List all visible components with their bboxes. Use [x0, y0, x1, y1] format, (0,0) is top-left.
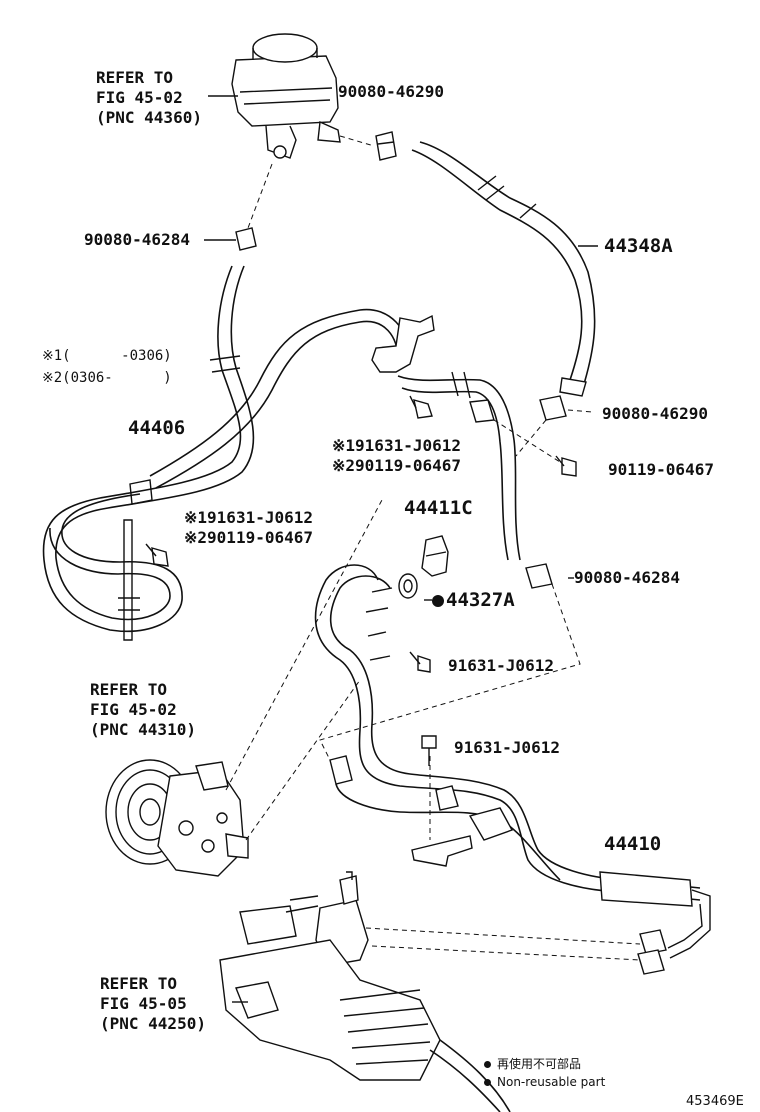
return-hose-part-number: 44348A	[604, 235, 673, 257]
reservoir-tank	[231, 33, 341, 159]
clamp-lower-right	[525, 563, 553, 589]
legend-jp: 再使用不可部品	[484, 1054, 581, 1074]
left-bolt-part-number-2: ※290119-06467	[184, 528, 313, 547]
bolt-left	[145, 543, 169, 567]
bolt-right	[555, 455, 577, 477]
bracket-upper	[371, 314, 521, 561]
union-bolt-44411c	[421, 535, 449, 577]
tube-44410-part-number: 44410	[604, 833, 662, 855]
clamp-right-part-number: 90080-46290	[602, 404, 708, 423]
gasket-44327a	[398, 573, 418, 599]
vane-pump	[105, 759, 249, 877]
bolt-mid-part-number: 91631-J0612	[448, 656, 554, 675]
bolt-low-part-number: 91631-J0612	[454, 738, 560, 757]
clamp-right	[539, 395, 567, 421]
return-hose-44348a	[411, 141, 596, 397]
center-bolt-part-number-2: ※290119-06467	[332, 456, 461, 475]
non-reusable-dot-icon	[432, 595, 444, 607]
bolt-low	[421, 735, 437, 766]
legend-dot-icon	[484, 1079, 491, 1086]
note-2: ※2(0306- )	[42, 370, 172, 386]
tube-44406-part-number: 44406	[128, 417, 186, 439]
gasket-part-number: 44327A	[432, 590, 515, 610]
clamp-top-part-number: 90080-46290	[338, 82, 444, 101]
legend-en: Non-reusable part	[484, 1072, 605, 1092]
center-bolt-part-number-1: ※191631-J0612	[332, 436, 461, 455]
clamp-left-part-number: 90080-46284	[84, 230, 190, 249]
bolt-mid	[409, 651, 431, 673]
pressure-hose-44410	[314, 564, 711, 959]
bracket-lower	[411, 785, 473, 867]
bolt-center-left	[409, 395, 433, 419]
clamp-lower-right-part-number: 90080-46284	[574, 568, 680, 587]
bolt-right-part-number: 90119-06467	[608, 460, 714, 479]
figure-id: 453469E	[686, 1094, 744, 1109]
union-bolt-part-number: 44411C	[404, 497, 473, 519]
tube-fittings	[637, 929, 667, 975]
pressure-tube-44406	[42, 265, 411, 641]
legend-dot-icon	[484, 1061, 491, 1068]
note-1: ※1( -0306)	[42, 348, 172, 364]
clamp-left	[235, 227, 257, 251]
left-bolt-part-number-1: ※191631-J0612	[184, 508, 313, 527]
steering-gear	[219, 871, 511, 1112]
clamp-top	[375, 131, 397, 161]
